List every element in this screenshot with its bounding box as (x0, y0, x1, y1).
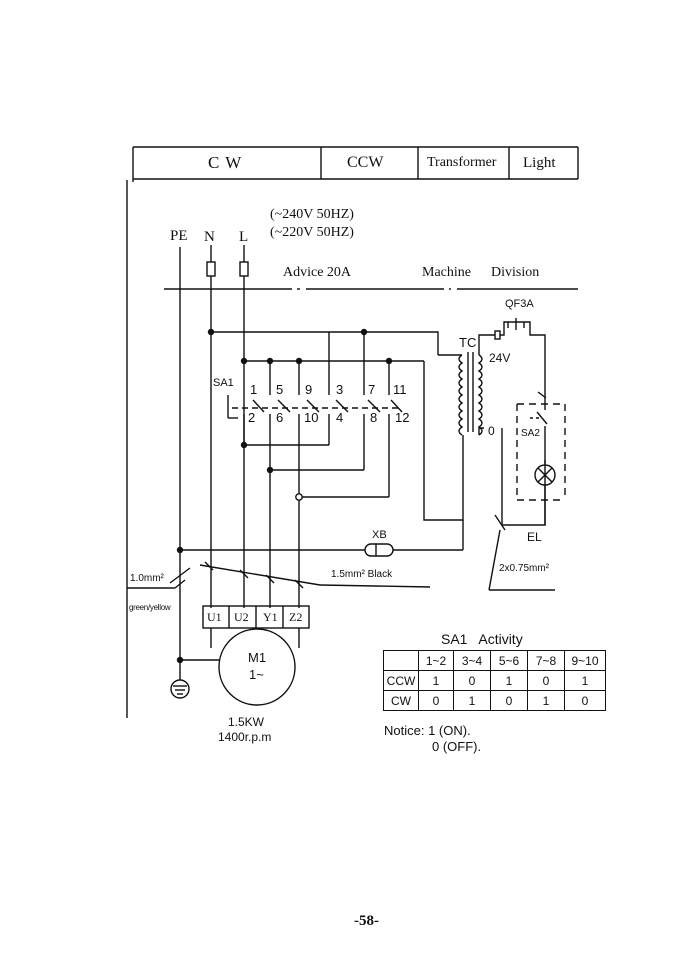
el-label: EL (527, 530, 542, 544)
header-table-lines (132, 146, 579, 182)
sa1-activity-table: 1~2 3~4 5~6 7~8 9~10 CCW 1 0 1 0 1 CW 0 … (383, 650, 606, 711)
sa2-switch (530, 398, 548, 464)
sa2-label: SA2 (521, 428, 540, 439)
xb-wire (180, 520, 464, 557)
terminal-u1: U1 (207, 610, 222, 624)
motor-speed: 1400r.p.m (218, 730, 272, 744)
machine-label: Machine (422, 265, 471, 280)
contact-12: 12 (395, 410, 410, 425)
motor-power: 1.5KW (228, 715, 265, 729)
notice-line-1: Notice: 1 (ON). (384, 723, 471, 738)
header-ccw: CCW (347, 154, 384, 171)
header-transformer: Transformer (427, 155, 497, 170)
table-cell: CW (383, 690, 419, 711)
supply-voltage-1: (~240V 50HZ) (270, 207, 354, 222)
ground-symbol-icon (170, 660, 190, 699)
terminal-y1: Y1 (263, 610, 278, 624)
contact-5: 5 (276, 382, 284, 397)
table-cell: 0 (527, 670, 565, 691)
contact-3: 3 (336, 382, 344, 397)
table-cell: 0 (564, 690, 606, 711)
black-wire-label: 1.5mm² Black (331, 569, 393, 580)
notice-line-2: 0 (OFF). (432, 739, 482, 754)
transformer-tc (438, 352, 483, 440)
label-n: N (204, 229, 215, 245)
table-cell: CCW (383, 670, 419, 691)
sa1-label: SA1 (213, 377, 234, 389)
table-cell: 5~6 (490, 650, 528, 671)
label-l: L (239, 229, 249, 245)
table-cell: 3~4 (453, 650, 491, 671)
table-cell: 0 (453, 670, 491, 691)
n-wire (206, 245, 216, 608)
contact-11: 11 (393, 382, 407, 397)
contact-1: 1 (250, 382, 258, 397)
contact-2: 2 (248, 410, 256, 425)
v24-label: 24V (489, 351, 511, 365)
table-header-row: 1~2 3~4 5~6 7~8 9~10 (383, 650, 606, 671)
motor-phase: 1~ (249, 667, 264, 682)
contact-4: 4 (336, 410, 344, 425)
lamp-box (516, 403, 566, 501)
terminal-z2: Z2 (289, 610, 303, 624)
xb-label: XB (372, 529, 387, 541)
table-row: CW 0 1 0 1 0 (383, 690, 606, 711)
black-cable (199, 561, 431, 589)
activity-title: SA1 Activity (441, 631, 523, 647)
table-cell: 1 (490, 670, 528, 691)
ground-color-label: green/yellow (129, 603, 171, 612)
tc-label: TC (459, 335, 477, 350)
table-cell: 1 (453, 690, 491, 711)
contact-10: 10 (304, 410, 319, 425)
table-row: CCW 1 0 1 0 1 (383, 670, 606, 691)
table-cell: 0 (490, 690, 528, 711)
table-cell: 9~10 (564, 650, 606, 671)
sa1-contacts (227, 332, 403, 498)
advice-label: Advice 20A (283, 265, 352, 280)
ground-wire (127, 567, 191, 589)
motor-name: M1 (248, 650, 267, 665)
n-bus (211, 331, 439, 355)
contact-7: 7 (368, 382, 376, 397)
terminal-u2: U2 (234, 610, 249, 624)
contact-8: 8 (370, 410, 378, 425)
division-label: Division (491, 265, 540, 280)
supply-voltage-2: (~220V 50HZ) (270, 225, 354, 240)
table-cell (383, 650, 419, 671)
qf-label: QF3A (505, 298, 534, 310)
table-cell: 1~2 (418, 650, 454, 671)
label-pe: PE (170, 228, 188, 244)
table-cell: 1 (527, 690, 565, 711)
page-number: -58- (354, 913, 379, 929)
table-cell: 0 (418, 690, 454, 711)
header-light: Light (523, 155, 556, 171)
lamp-el (534, 464, 556, 525)
lamp-cable-label: 2x0.75mm² (499, 563, 550, 574)
motor-m1 (218, 628, 296, 706)
contact-6: 6 (276, 410, 284, 425)
zero-label: 0 (488, 424, 495, 438)
table-cell: 7~8 (527, 650, 565, 671)
motor-terminal-block (202, 605, 310, 648)
header-cw: C W (208, 153, 243, 172)
ground-wire-label: 1.0mm² (130, 573, 164, 584)
table-cell: 1 (564, 670, 606, 691)
table-cell: 1 (418, 670, 454, 691)
contact-9: 9 (305, 382, 313, 397)
